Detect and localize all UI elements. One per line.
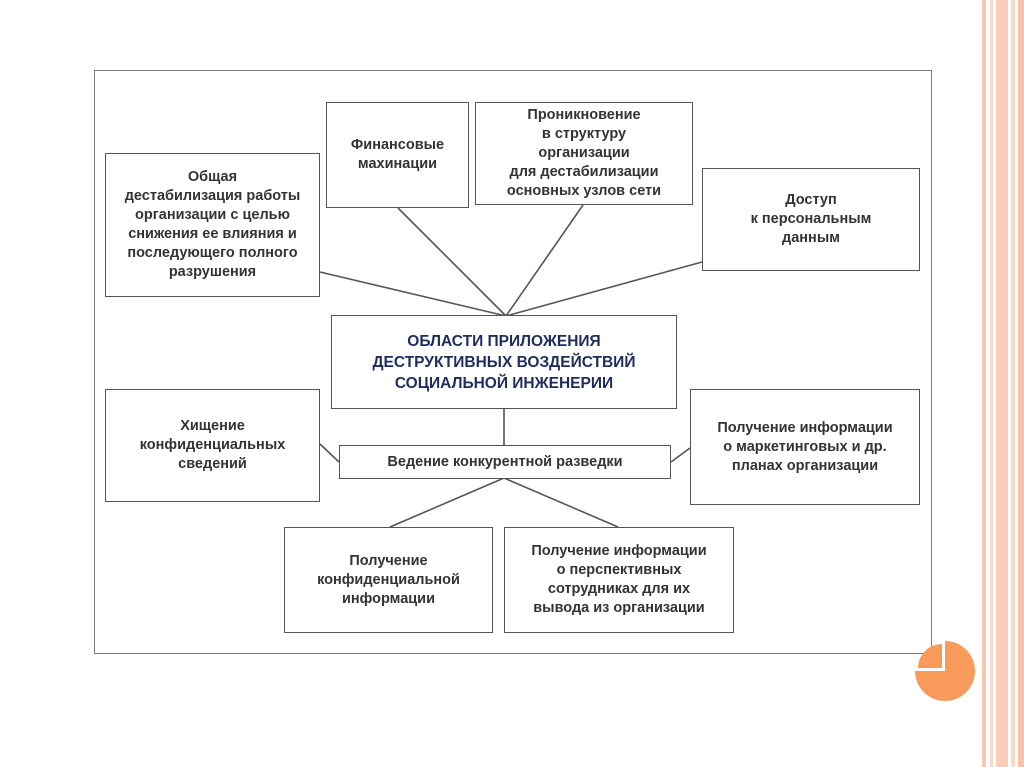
connector-line — [397, 207, 507, 317]
decorative-stripe — [982, 0, 986, 767]
connector-line — [503, 477, 619, 528]
node-destabilization: Общая дестабилизация работы организации … — [105, 153, 320, 297]
decorative-quarter-circle-icon — [915, 641, 975, 701]
decorative-stripe — [1011, 0, 1015, 767]
decorative-stripe — [990, 0, 993, 767]
connector-line — [389, 477, 505, 528]
node-confidential-theft: Хищение конфиденциальных сведений — [105, 389, 320, 502]
node-marketing-plans: Получение информации о маркетинговых и д… — [690, 389, 920, 505]
node-structure-penetration: Проникновение в структуру организации дл… — [475, 102, 693, 205]
decorative-stripe — [996, 0, 1008, 767]
connector-line — [505, 204, 584, 317]
connector-line — [319, 443, 340, 463]
node-competitive-intelligence: Ведение конкурентной разведки — [339, 445, 671, 479]
connector-line — [505, 261, 703, 317]
connector-line — [670, 447, 691, 463]
decorative-stripe — [1018, 0, 1024, 767]
node-personal-data-access: Доступ к персональным данным — [702, 168, 920, 271]
central-node-title: ОБЛАСТИ ПРИЛОЖЕНИЯ ДЕСТРУКТИВНЫХ ВОЗДЕЙС… — [331, 315, 677, 409]
connector-line — [319, 271, 507, 317]
node-employee-info: Получение информации о перспективных сот… — [504, 527, 734, 633]
node-confidential-info: Получение конфиденциальной информации — [284, 527, 493, 633]
node-financial-fraud: Финансовые махинации — [326, 102, 469, 208]
